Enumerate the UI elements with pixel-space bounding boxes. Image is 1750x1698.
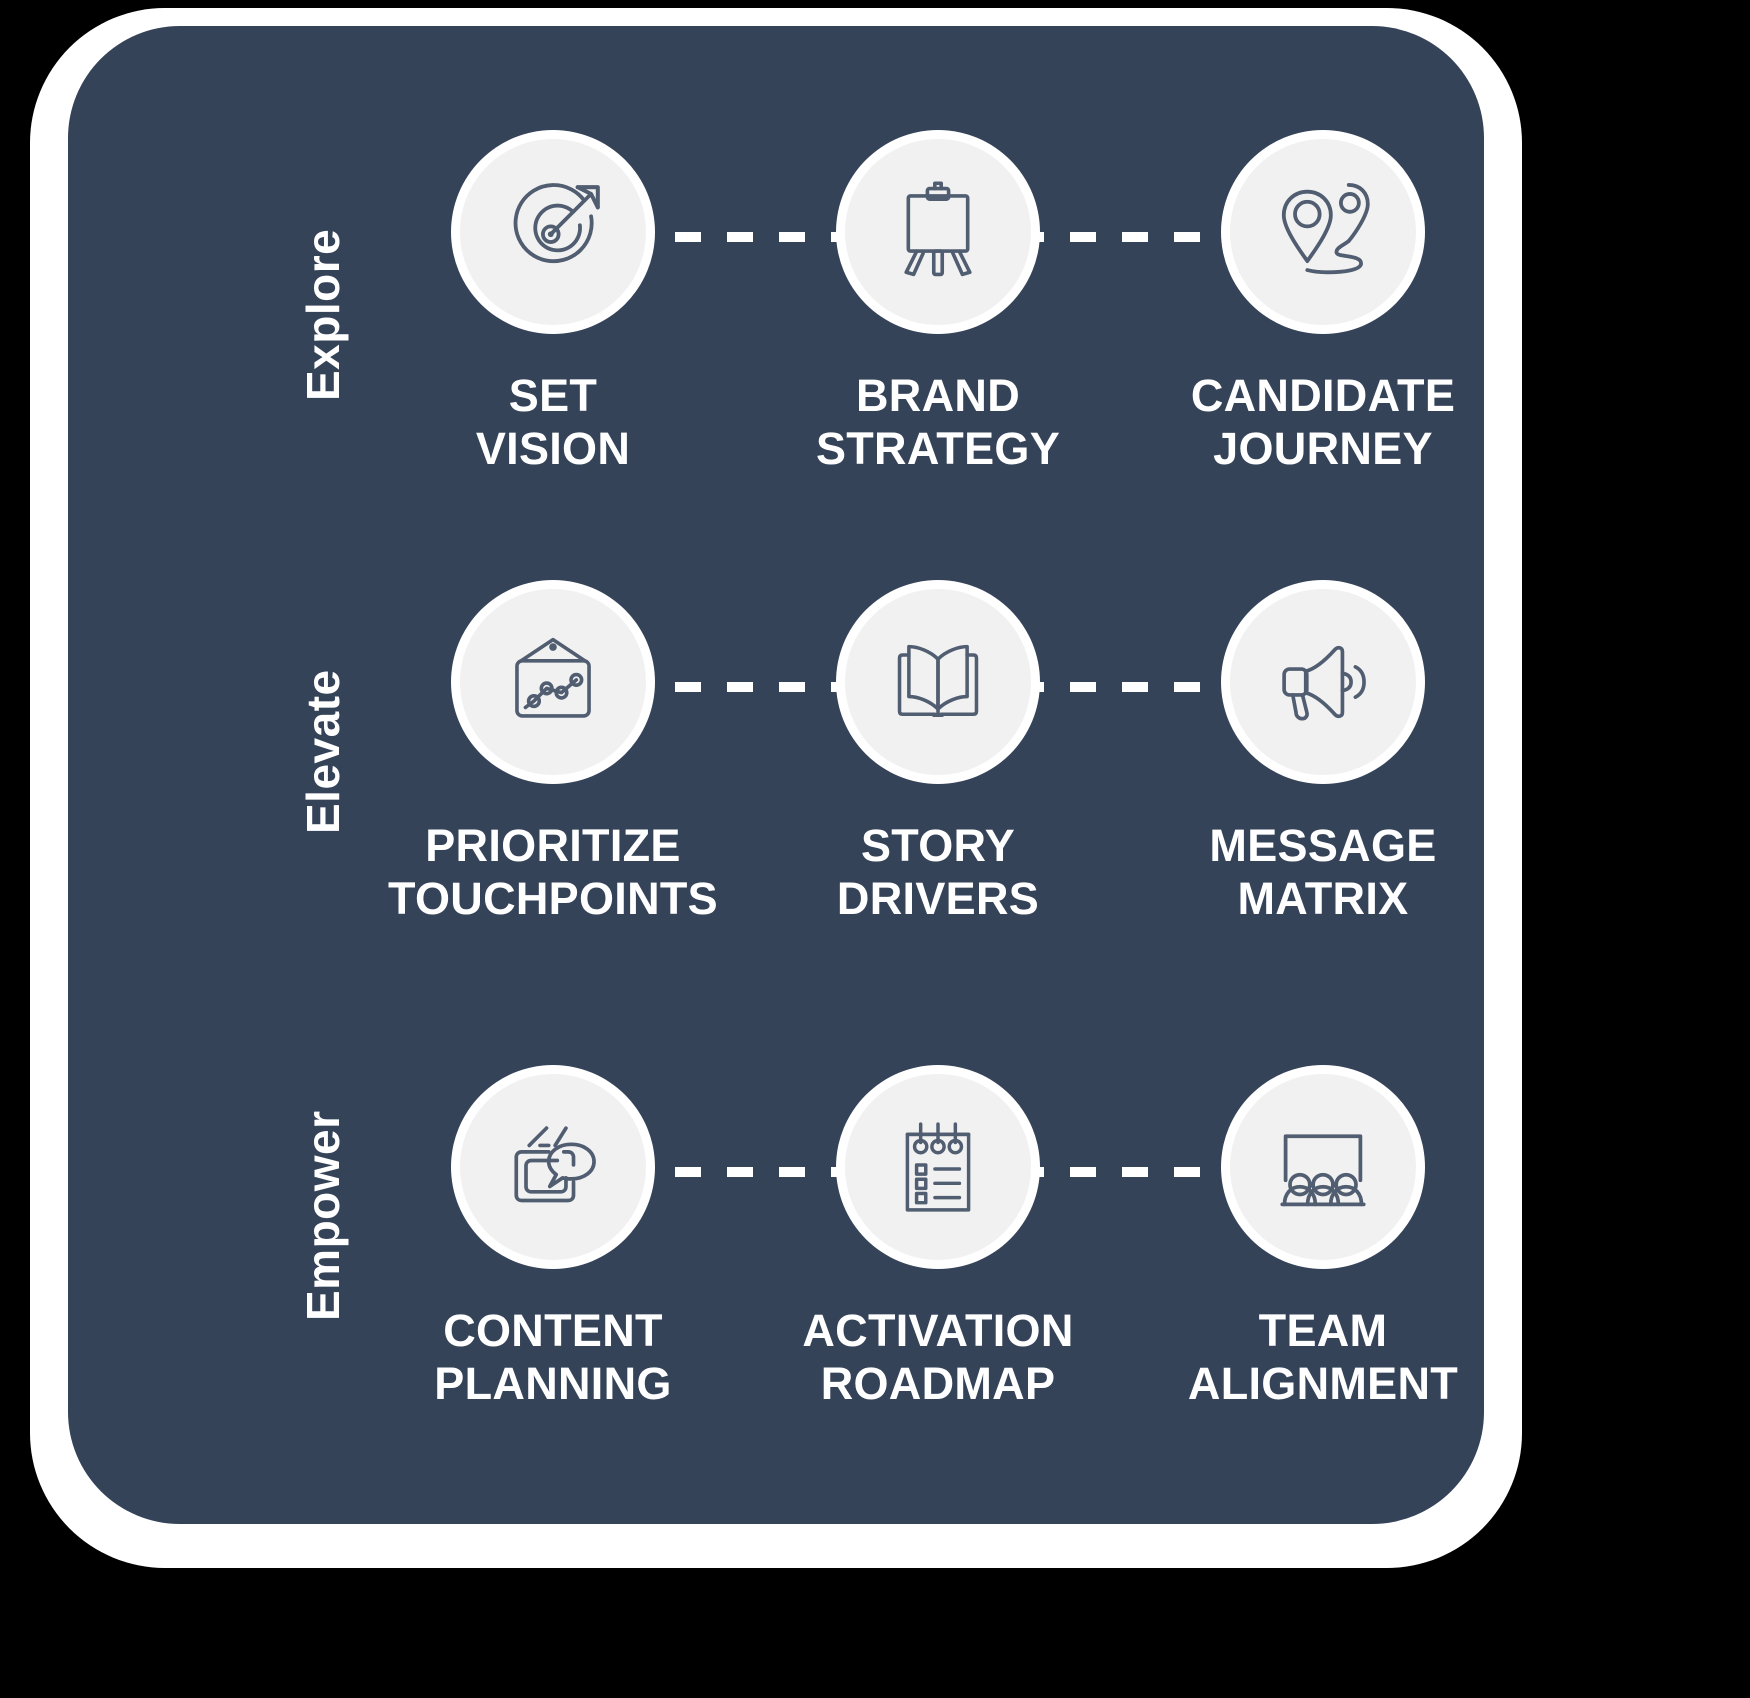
dashed-connector	[623, 232, 853, 242]
dashed-connector	[1018, 232, 1248, 242]
dashed-connector	[623, 682, 853, 692]
stage-label-explore: Explore	[297, 228, 349, 401]
step-node-team-alignment[interactable]: TEAM ALIGNMENT	[1138, 1066, 1508, 1410]
target-arrow-icon	[497, 176, 609, 288]
dashed-connector	[1018, 1167, 1248, 1177]
stage-row-explore: SET VISION BRAND STRA	[368, 131, 1498, 474]
step-node-prioritize-touchpoints[interactable]: PRIORITIZE TOUCHPOINTS	[368, 581, 738, 925]
stage-label-elevate: Elevate	[297, 669, 349, 834]
tv-speech-bubble-icon	[499, 1113, 607, 1221]
stage-row-elevate: PRIORITIZE TOUCHPOINTS	[368, 581, 1498, 924]
stage-label-empower: Empower	[297, 1110, 349, 1321]
step-icon-circle	[1230, 1074, 1416, 1260]
step-label: STORY DRIVERS	[836, 820, 1040, 925]
team-presentation-icon	[1268, 1112, 1378, 1222]
step-node-content-planning[interactable]: CONTENT PLANNING	[368, 1066, 738, 1410]
step-icon-circle	[1230, 589, 1416, 775]
megaphone-icon	[1269, 628, 1377, 736]
dashed-connector	[1018, 682, 1248, 692]
step-icon-circle	[1230, 139, 1416, 325]
step-icon-circle	[845, 1074, 1031, 1260]
step-label: CONTENT PLANNING	[434, 1305, 672, 1410]
step-label: ACTIVATION ROADMAP	[802, 1305, 1074, 1410]
step-label: PRIORITIZE TOUCHPOINTS	[388, 820, 718, 925]
step-label: SET VISION	[475, 370, 631, 475]
dashed-connector	[623, 1167, 853, 1177]
open-book-icon	[886, 630, 990, 734]
step-icon-circle	[460, 589, 646, 775]
step-icon-circle	[460, 1074, 646, 1260]
step-node-set-vision[interactable]: SET VISION	[368, 131, 738, 475]
step-label: CANDIDATE JOURNEY	[1190, 370, 1456, 475]
step-icon-circle	[845, 589, 1031, 775]
step-icon-circle	[845, 139, 1031, 325]
step-node-activation-roadmap[interactable]: ACTIVATION ROADMAP	[753, 1066, 1123, 1410]
stage-row-empower: CONTENT PLANNING	[368, 1066, 1498, 1409]
step-node-story-drivers[interactable]: STORY DRIVERS	[753, 581, 1123, 925]
easel-board-icon	[885, 179, 991, 285]
step-node-candidate-journey[interactable]: CANDIDATE JOURNEY	[1138, 131, 1508, 475]
step-icon-circle	[460, 139, 646, 325]
step-node-message-matrix[interactable]: MESSAGE MATRIX	[1138, 581, 1508, 925]
map-pins-route-icon	[1267, 176, 1379, 288]
notepad-checklist-icon	[887, 1116, 989, 1218]
step-label: MESSAGE MATRIX	[1209, 820, 1437, 925]
step-label: TEAM ALIGNMENT	[1187, 1305, 1459, 1410]
navy-panel: Explore Elevate Empower	[68, 26, 1484, 1524]
step-label: BRAND STRATEGY	[815, 370, 1061, 475]
step-node-brand-strategy[interactable]: BRAND STRATEGY	[753, 131, 1123, 475]
hanging-sign-chart-icon	[500, 629, 606, 735]
